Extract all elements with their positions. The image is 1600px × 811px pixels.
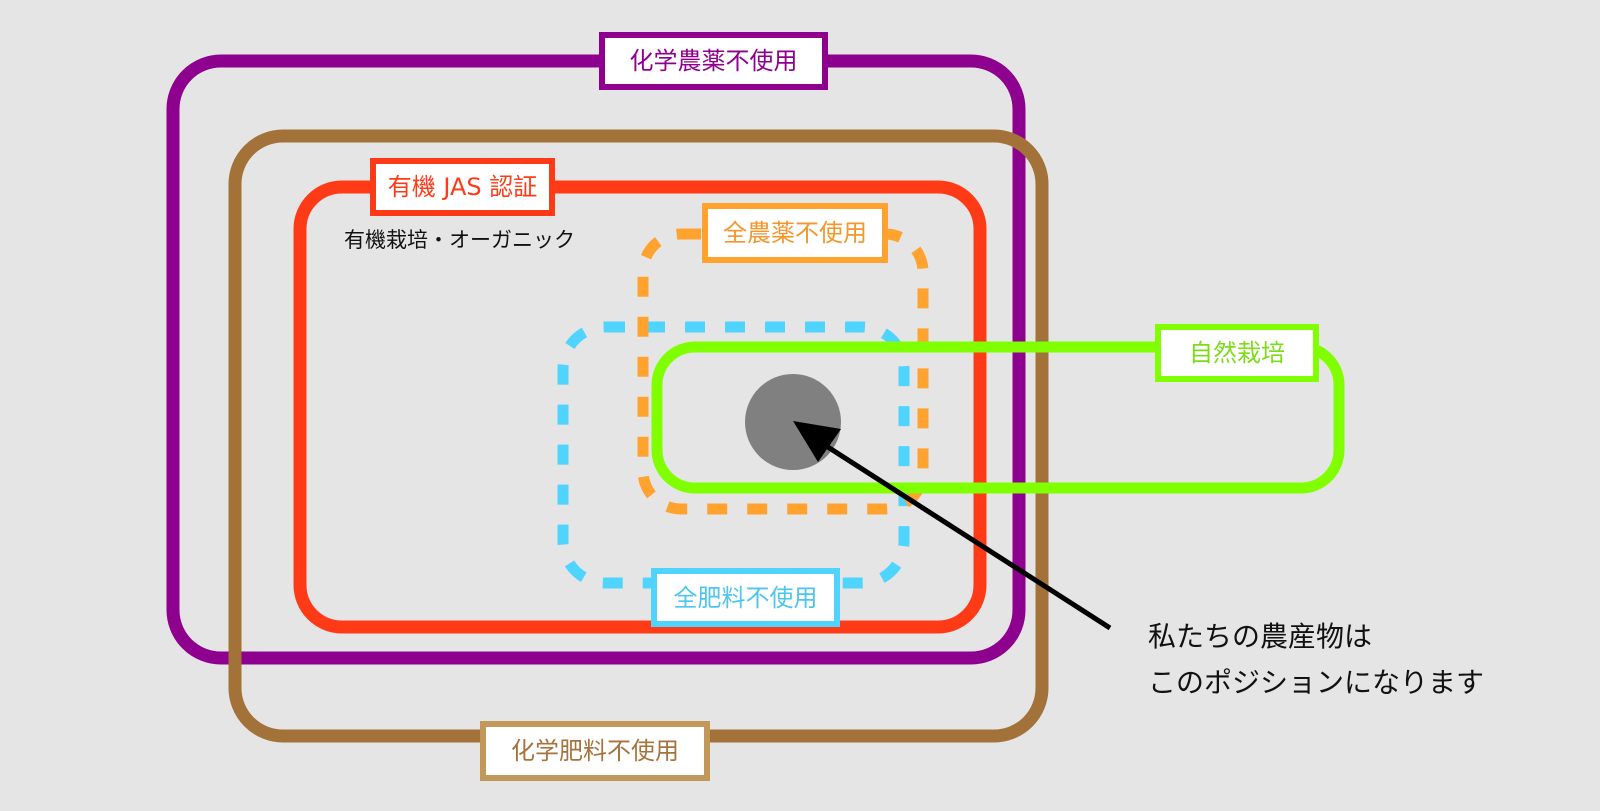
set-organic-jas-border [293,180,987,634]
set-all-fertilizer-free-border [557,321,910,589]
label-text: 化学肥料不使用 [511,737,679,765]
label-chemical-pesticide-free: 化学農薬不使用 [599,32,828,90]
pointer-arrow-head [793,421,841,462]
pointer-arrow-line [818,439,1112,631]
label-text: 全農薬不使用 [723,219,867,247]
label-organic-jas: 有機 JAS 認証 [370,158,555,216]
position-marker [745,374,841,470]
callout-line-1: 私たちの農産物は [1148,620,1373,653]
set-all-pesticide-free-border [637,228,929,515]
label-all-fertilizer-free: 全肥料不使用 [651,568,840,627]
label-text: 全肥料不使用 [673,583,818,612]
label-all-pesticide-free: 全農薬不使用 [702,203,888,263]
label-natural-farming: 自然栽培 [1155,324,1319,382]
callout-line-2: このポジションになります [1148,666,1485,699]
label-text: 化学農薬不使用 [629,47,798,75]
set-natural-farming-border [651,341,1345,494]
callout-text: 私たちの農産物は このポジションになります [1148,614,1484,706]
label-chemical-fertilizer-free: 化学肥料不使用 [480,721,710,781]
label-text: 自然栽培 [1189,339,1285,367]
set-chemical-pesticide-free-border [166,54,1026,665]
organic-sublabel: 有機栽培・オーガニック [344,228,575,252]
label-text: 有機 JAS 認証 [387,173,538,201]
